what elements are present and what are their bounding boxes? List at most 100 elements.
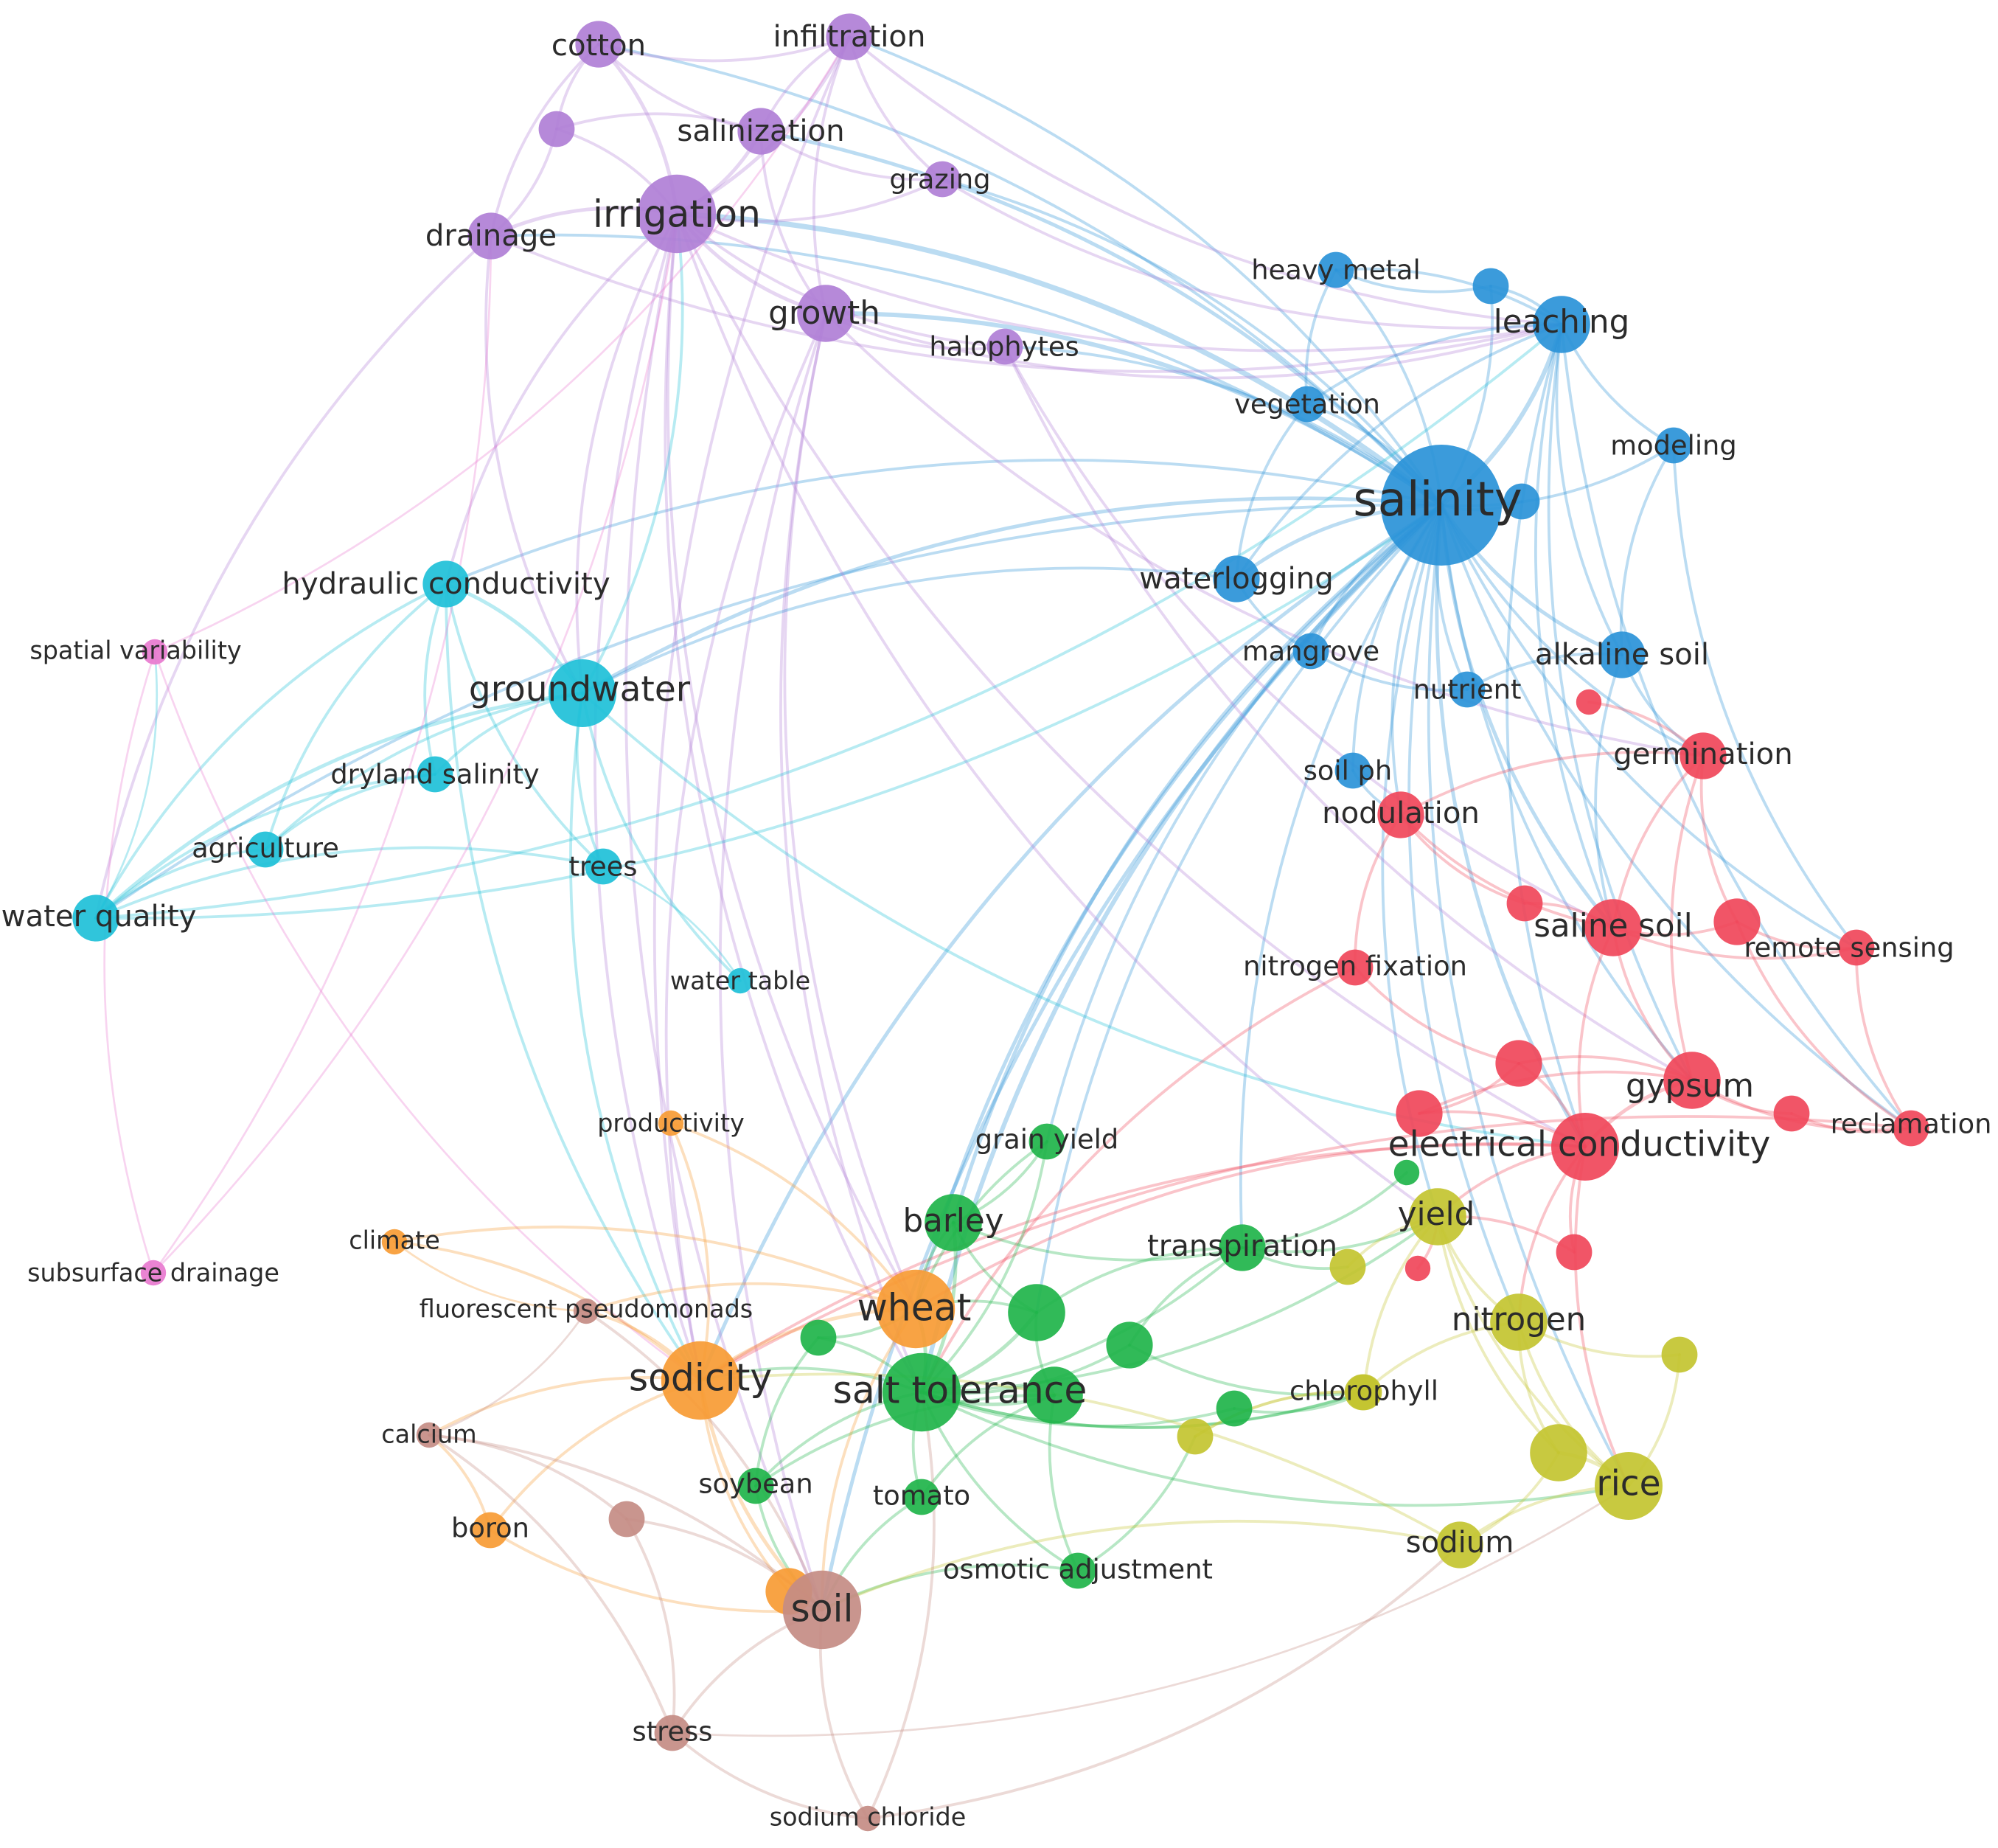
edge-hydraulic-conductivity-sodicity xyxy=(445,583,702,1382)
node-grain-yield[interactable] xyxy=(1028,1123,1065,1160)
node-remote-sensing[interactable] xyxy=(1838,929,1875,966)
edge-stress-calcium xyxy=(428,1434,674,1734)
node-yellow-a[interactable] xyxy=(1329,1248,1366,1285)
node-red-d[interactable] xyxy=(1495,1040,1542,1087)
node-salinity[interactable] xyxy=(1381,445,1502,566)
node-blue-a[interactable] xyxy=(1472,268,1509,305)
node-sodium-chloride[interactable] xyxy=(854,1805,881,1832)
node-yellow-d[interactable] xyxy=(1661,1336,1698,1373)
node-modeling[interactable] xyxy=(1655,427,1692,464)
label-yield: yield xyxy=(1398,1196,1475,1233)
label-growth: growth xyxy=(768,295,880,332)
node-red-f[interactable] xyxy=(1773,1095,1810,1132)
node-halophytes[interactable] xyxy=(986,328,1023,365)
label-soil: soil xyxy=(790,1587,853,1630)
label-vegetation: vegetation xyxy=(1234,389,1380,420)
node-chlorophyll[interactable] xyxy=(1346,1374,1382,1411)
node-reclamation[interactable] xyxy=(1893,1110,1929,1147)
node-hydraulic-conductivity[interactable] xyxy=(422,560,470,608)
node-nitrogen[interactable] xyxy=(1490,1293,1548,1351)
node-mangrove[interactable] xyxy=(1292,633,1329,670)
node-green-d[interactable] xyxy=(1106,1321,1153,1369)
node-fluorescent-pseudomonads[interactable] xyxy=(573,1298,599,1324)
edge-salinity-grazing xyxy=(941,178,1443,507)
node-yellow-c[interactable] xyxy=(1177,1418,1214,1455)
node-green-a[interactable] xyxy=(1393,1159,1420,1186)
edge-yellow-b-yellow-c xyxy=(1194,1390,1364,1438)
node-red-a[interactable] xyxy=(1576,689,1602,715)
edge-irrigation-yield xyxy=(675,212,1439,1218)
edge-salinity-wheat xyxy=(913,503,1444,1311)
node-cotton[interactable] xyxy=(575,21,622,68)
node-blue-b[interactable] xyxy=(1503,483,1540,520)
node-sodium[interactable] xyxy=(1436,1521,1483,1569)
node-red-b[interactable] xyxy=(1506,885,1543,922)
node-leaching[interactable] xyxy=(1533,296,1590,353)
node-osmotic-adjustment[interactable] xyxy=(1059,1552,1096,1589)
node-dryland-salinity[interactable] xyxy=(417,756,453,793)
node-saline-soil[interactable] xyxy=(1584,899,1642,956)
node-sodicity[interactable] xyxy=(661,1341,740,1420)
node-salinization[interactable] xyxy=(737,108,784,155)
node-red-e[interactable] xyxy=(1396,1090,1443,1137)
node-brown-a[interactable] xyxy=(608,1501,645,1538)
node-green-b[interactable] xyxy=(1008,1284,1065,1341)
node-groundwater[interactable] xyxy=(549,659,616,727)
edge-germination-gypsum xyxy=(1670,754,1705,1082)
node-soybean[interactable] xyxy=(737,1467,774,1504)
node-waterlogging[interactable] xyxy=(1213,555,1260,602)
edge-salinity-green-b xyxy=(1035,504,1443,1314)
node-layer xyxy=(72,13,1929,1832)
label-subsurface-drainage: subsurface drainage xyxy=(27,1259,279,1288)
node-water-quality[interactable] xyxy=(72,895,119,942)
edge-yield-rice xyxy=(1436,1215,1630,1487)
node-nitrogen-fixation[interactable] xyxy=(1337,949,1374,986)
edge-irrigation-hydraulic-conductivity xyxy=(445,212,678,586)
node-heavy-metal[interactable] xyxy=(1318,251,1354,288)
node-nodulation[interactable] xyxy=(1377,791,1424,838)
node-transpiration[interactable] xyxy=(1219,1224,1266,1271)
node-drainage[interactable] xyxy=(467,212,515,260)
node-yellow-e[interactable] xyxy=(1530,1424,1587,1481)
edge-modeling-alkaline-soil xyxy=(1619,444,1675,656)
node-electrical-conductivity[interactable] xyxy=(1551,1113,1619,1181)
edge-stress-rice xyxy=(671,1484,1630,1737)
node-germination[interactable] xyxy=(1679,732,1727,779)
node-calcium[interactable] xyxy=(416,1422,442,1448)
node-tomato[interactable] xyxy=(903,1479,940,1515)
node-soil[interactable] xyxy=(782,1570,862,1650)
node-stress[interactable] xyxy=(654,1715,691,1751)
node-red-g[interactable] xyxy=(1556,1234,1593,1271)
node-climate[interactable] xyxy=(381,1229,408,1255)
node-nutrient[interactable] xyxy=(1449,671,1486,708)
node-rice[interactable] xyxy=(1595,1452,1663,1520)
node-alkaline-soil[interactable] xyxy=(1598,631,1646,678)
node-green-f[interactable] xyxy=(1216,1390,1253,1427)
node-water-table[interactable] xyxy=(727,968,753,994)
node-grazing[interactable] xyxy=(924,161,961,198)
node-soil-ph[interactable] xyxy=(1334,752,1371,789)
node-infiltration[interactable] xyxy=(826,13,873,60)
node-boron[interactable] xyxy=(472,1512,509,1549)
node-yield[interactable] xyxy=(1409,1188,1466,1246)
node-spatial-variability[interactable] xyxy=(142,639,168,665)
node-vegetation[interactable] xyxy=(1289,386,1326,423)
node-barley[interactable] xyxy=(925,1194,982,1251)
label-osmotic-adjustment: osmotic adjustment xyxy=(943,1554,1213,1585)
node-red-h[interactable] xyxy=(1404,1255,1431,1282)
node-growth[interactable] xyxy=(797,285,854,342)
node-wheat[interactable] xyxy=(876,1269,956,1349)
node-productivity[interactable] xyxy=(658,1110,684,1136)
node-green-e[interactable] xyxy=(1026,1366,1083,1424)
node-irrigation[interactable] xyxy=(637,174,717,254)
node-purple-a[interactable] xyxy=(538,111,575,147)
node-green-c[interactable] xyxy=(800,1319,837,1356)
node-red-c[interactable] xyxy=(1713,898,1761,945)
edge-groundwater-agriculture xyxy=(264,692,584,851)
node-subsurface-drainage[interactable] xyxy=(140,1260,167,1286)
node-salt-tolerance[interactable] xyxy=(882,1352,961,1432)
node-gypsum[interactable] xyxy=(1663,1052,1721,1109)
node-agriculture[interactable] xyxy=(247,831,284,868)
node-trees[interactable] xyxy=(585,848,622,885)
edge-salinity-drainage xyxy=(490,233,1443,507)
